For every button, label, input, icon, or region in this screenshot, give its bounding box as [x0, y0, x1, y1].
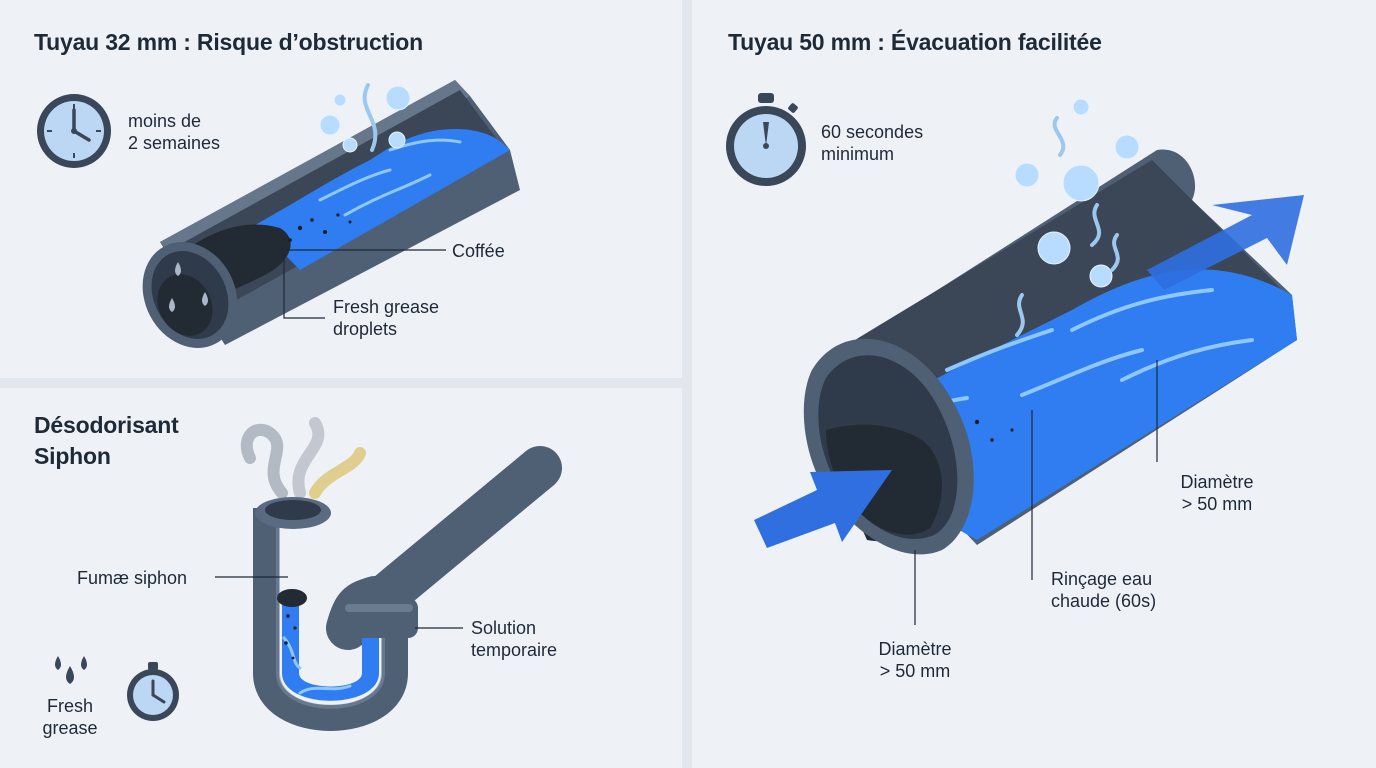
label-fresh-grease: Fresh grease [42, 696, 98, 738]
panel-siphon: Désodorisant Siphon [0, 388, 682, 768]
callout-lines-32 [280, 249, 446, 319]
panel-title-pipe-32: Tuyau 32 mm : Risque d’obstruction [34, 29, 423, 55]
wall-clock-icon [37, 94, 111, 168]
panel-title-pipe-50: Tuyau 50 mm : Évacuation facilitée [728, 29, 1102, 55]
label-rincage-eau-chaude: Rinçage eau chaude (60s) [1051, 569, 1157, 611]
siphon-illustration [55, 417, 562, 731]
label-diametre-bottom: Diamètre > 50 mm [878, 639, 952, 681]
fumes [240, 417, 366, 499]
callout-lines-siphon [215, 576, 463, 629]
pipe-32-illustration [37, 80, 520, 348]
panel-pipe-50mm: Tuyau 50 mm : Évacuation facilitée [692, 0, 1376, 768]
stopwatch-icon [726, 93, 806, 186]
pipe-50-illustration [726, 93, 1304, 625]
timer-label: 60 secondes minimum [821, 122, 924, 164]
siphon-u-trap [253, 497, 418, 731]
grease-droplets-icon [55, 656, 87, 684]
clock-label: moins de 2 semaines [128, 111, 221, 153]
callout-lines-50 [914, 360, 1158, 625]
panel-pipe-32mm: Tuyau 32 mm : Risque d’obstruction [0, 0, 682, 378]
panel-title-siphon: Désodorisant Siphon [34, 412, 179, 469]
stopwatch-icon [127, 662, 179, 721]
pipe-50mm [803, 149, 1297, 555]
label-coffee: Coffée [452, 241, 505, 261]
pipe-32mm [142, 80, 520, 348]
label-fresh-grease-droplets: Fresh grease droplets [333, 297, 440, 339]
label-fumes-siphon: Fumæ siphon [77, 568, 188, 588]
label-diametre-right: Diamètre > 50 mm [1180, 472, 1254, 514]
label-solution-temporaire: Solution temporaire [471, 618, 558, 660]
flow-arrow-icon [754, 195, 1304, 548]
